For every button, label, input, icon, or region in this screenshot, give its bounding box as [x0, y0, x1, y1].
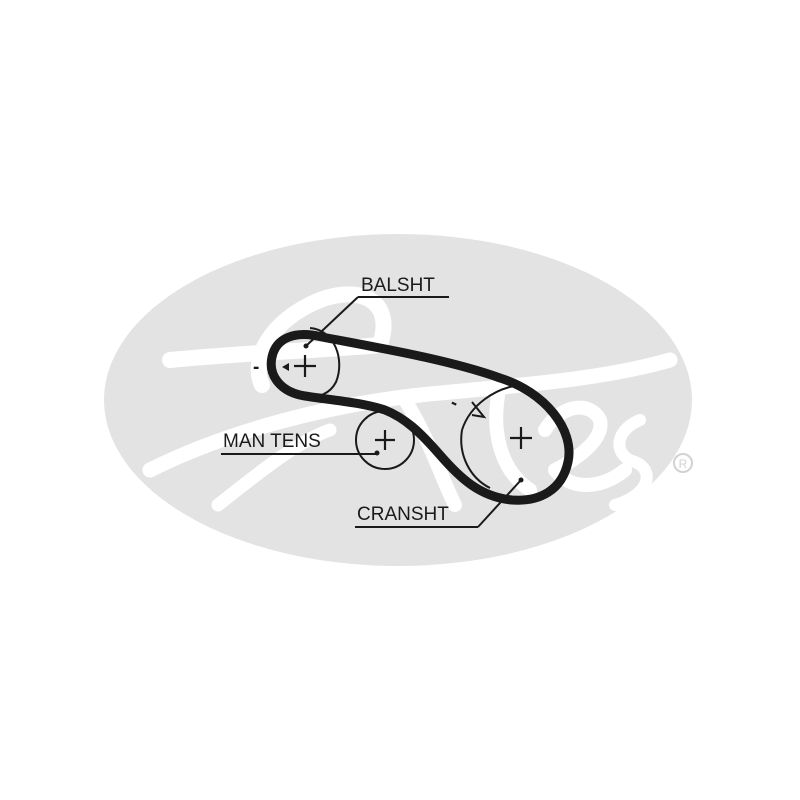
callout-manual-tensioner: MAN TENS [221, 431, 377, 455]
label-balance-shaft: BALSHT [361, 275, 435, 296]
label-manual-tensioner: MAN TENS [223, 431, 321, 452]
registered-mark [673, 453, 693, 473]
callout-crankshaft: CRANSHT [355, 479, 522, 528]
minus-mark-left: - [253, 357, 259, 378]
gates-logo-watermark: R [104, 234, 693, 566]
rotation-arrow-icon [471, 401, 487, 419]
pulley-balance-shaft [294, 327, 341, 398]
registered-mark-letter: R [679, 457, 688, 471]
label-crankshaft: CRANSHT [357, 504, 449, 525]
rotation-arrow-icon [282, 363, 289, 371]
belt-path [266, 330, 574, 505]
callout-balance-shaft: BALSHT [305, 275, 449, 347]
